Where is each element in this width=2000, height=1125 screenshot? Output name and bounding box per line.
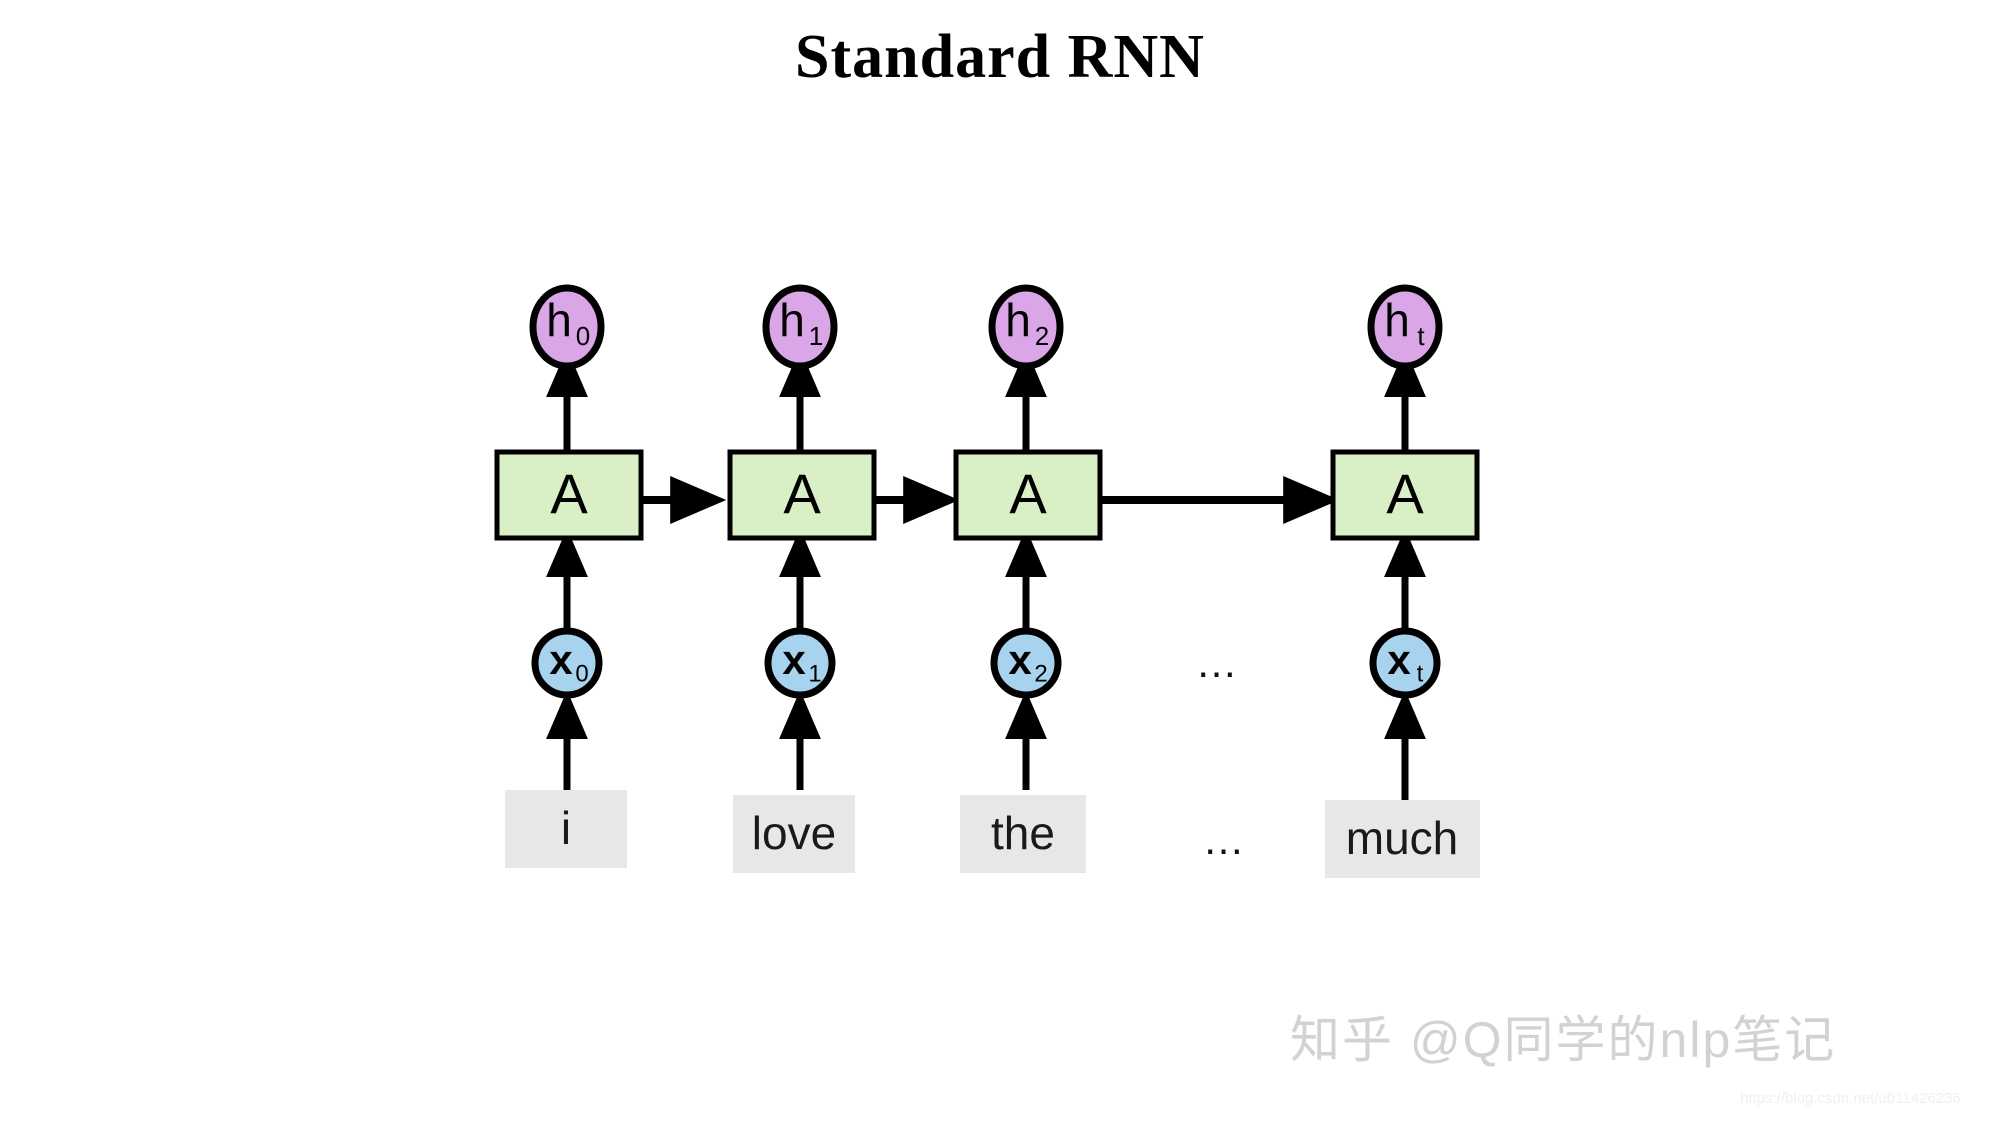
- input-node-label: x: [549, 636, 573, 683]
- hidden-node-label: h: [1384, 294, 1410, 346]
- rnn-cell-1: A: [727, 449, 877, 541]
- word-label: much: [1346, 812, 1458, 864]
- input-node-subscript: 1: [808, 660, 821, 687]
- page-title: Standard RNN: [795, 23, 1205, 91]
- hidden-node-3: h t: [1367, 284, 1443, 370]
- zhihu-watermark: 知乎 @Q同学的nlp笔记: [1290, 1012, 1837, 1068]
- word-box-rect: [1325, 800, 1480, 878]
- word-box-rect: [960, 795, 1086, 873]
- hidden-node-ellipse: [529, 284, 605, 370]
- rnn-cell-3: A: [1330, 449, 1480, 541]
- hidden-node-ellipse: [988, 284, 1064, 370]
- hidden-node-label: h: [779, 294, 805, 346]
- rnn-cell-2: A: [953, 449, 1103, 541]
- rnn-cell-label: A: [550, 462, 588, 525]
- input-node-circle: [764, 627, 836, 699]
- rnn-cell-rect: [494, 449, 644, 541]
- word-label: love: [752, 807, 836, 859]
- word-box-1: love: [733, 795, 855, 873]
- rnn-cell-rect: [1330, 449, 1480, 541]
- input-node-circle: [531, 627, 603, 699]
- hidden-node-subscript: 2: [1035, 321, 1049, 351]
- word-label: the: [991, 807, 1055, 859]
- rnn-cell-label: A: [1009, 462, 1047, 525]
- word-box-rect: [505, 790, 627, 868]
- input-node-2: x 2: [990, 627, 1062, 699]
- word-box-rect: [733, 795, 855, 873]
- hidden-node-2: h 2: [988, 284, 1064, 370]
- rnn-cell-rect: [953, 449, 1103, 541]
- input-node-subscript: t: [1417, 660, 1424, 687]
- word-box-3: much: [1325, 800, 1480, 878]
- input-node-label: x: [1387, 636, 1411, 683]
- rnn-cell-label: A: [783, 462, 821, 525]
- input-node-1: x 1: [764, 627, 836, 699]
- word-label: i: [561, 802, 571, 854]
- input-node-circle: [990, 627, 1062, 699]
- input-node-3: x t: [1369, 627, 1441, 699]
- csdn-watermark: https://blog.csdn.net/u011426236: [1740, 1090, 1961, 1107]
- word-box-2: the: [960, 795, 1086, 873]
- input-node-label: x: [782, 636, 806, 683]
- input-node-subscript: 2: [1034, 660, 1047, 687]
- word-box-0: i: [505, 790, 627, 868]
- input-node-0: x 0: [531, 627, 603, 699]
- rnn-cell-0: A: [494, 449, 644, 541]
- hidden-node-ellipse: [762, 284, 838, 370]
- rnn-cell-rect: [727, 449, 877, 541]
- hidden-node-subscript: 1: [809, 321, 823, 351]
- input-node-circle: [1369, 627, 1441, 699]
- rnn-cell-label: A: [1386, 462, 1424, 525]
- hidden-node-label: h: [546, 294, 572, 346]
- input-node-label: x: [1008, 636, 1032, 683]
- hidden-node-subscript: 0: [576, 321, 590, 351]
- input-node-subscript: 0: [575, 660, 588, 687]
- hidden-node-ellipse: [1367, 284, 1443, 370]
- hidden-node-subscript: t: [1417, 321, 1425, 351]
- input-row-ellipsis: …: [1196, 639, 1241, 686]
- hidden-node-1: h 1: [762, 284, 838, 370]
- hidden-node-0: h 0: [529, 284, 605, 370]
- hidden-node-label: h: [1005, 294, 1031, 346]
- word-row-ellipsis: …: [1203, 816, 1248, 863]
